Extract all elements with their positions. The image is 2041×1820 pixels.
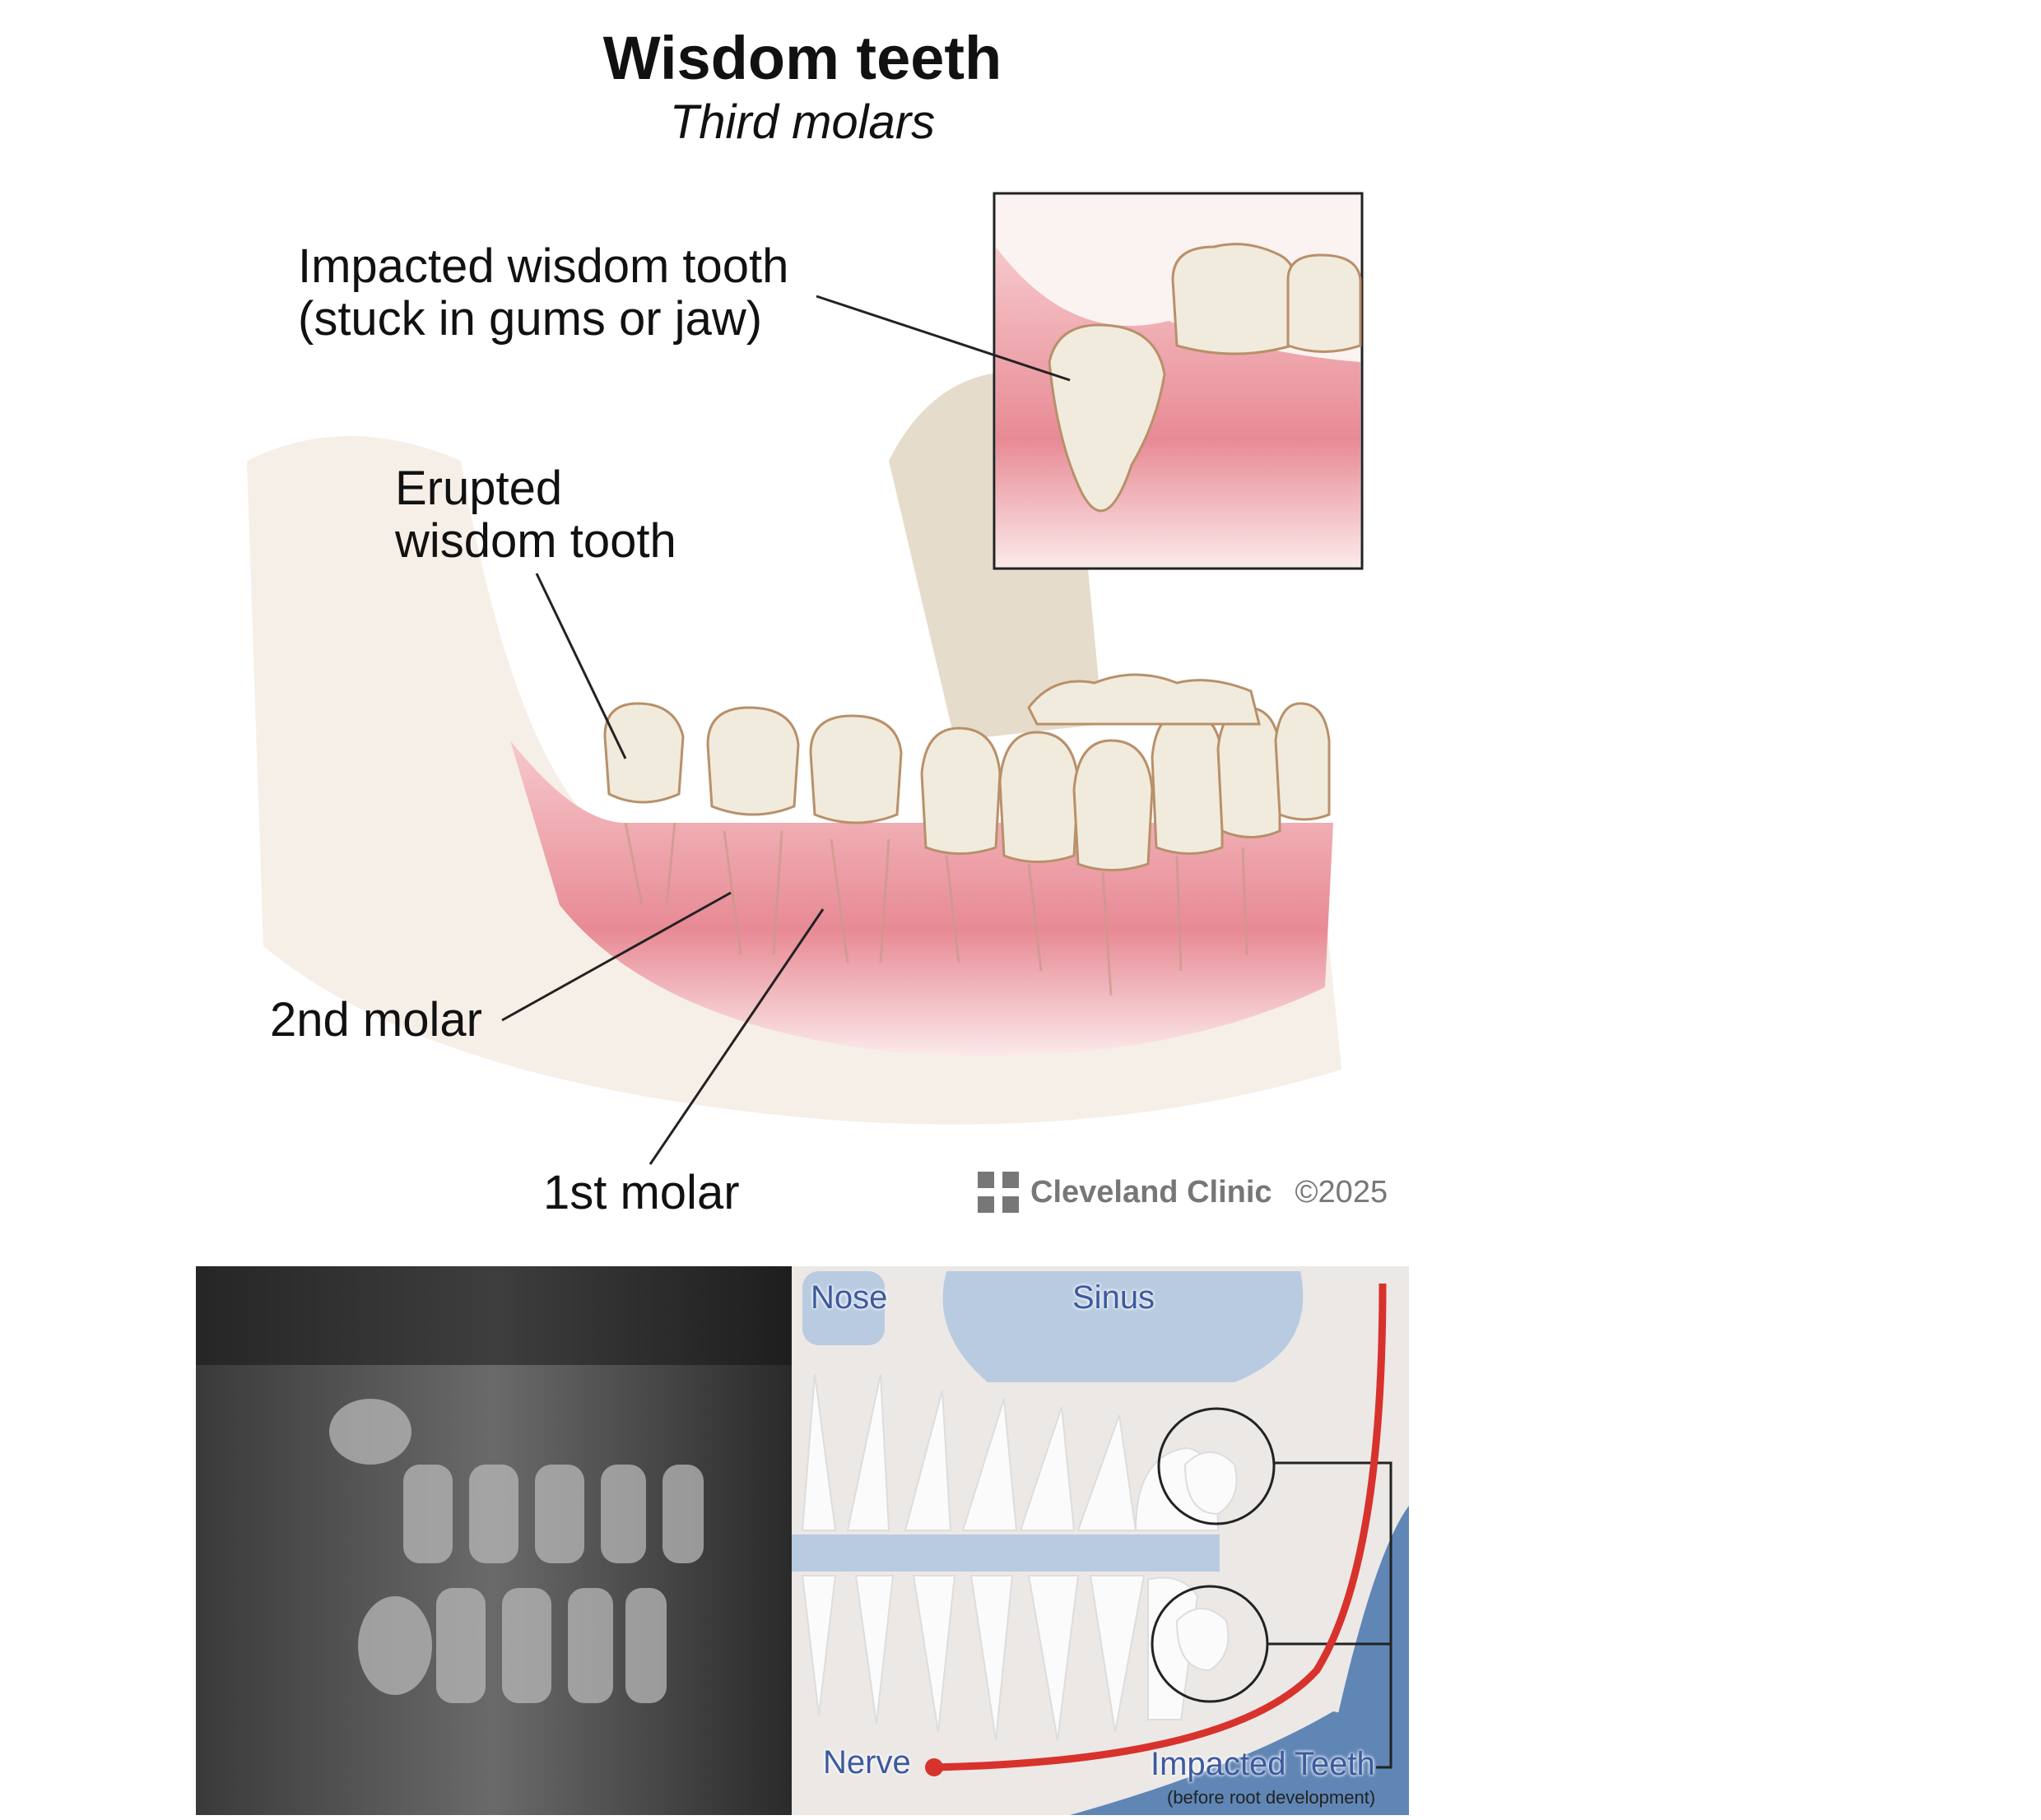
credit-copyright: ©2025: [1295, 1174, 1388, 1209]
cleveland-clinic-logo-icon: [978, 1172, 1019, 1213]
nerve-line: [933, 1283, 1387, 1771]
label-impacted-wisdom-tooth: Impacted wisdom tooth (stuck in gums or …: [298, 240, 788, 346]
credit: Cleveland Clinic ©2025: [978, 1172, 1388, 1213]
impacted-tooth-inset: [993, 192, 1364, 570]
page-subtitle: Third molars: [669, 95, 936, 149]
label-line: Erupted: [395, 462, 563, 515]
label-line: Impacted wisdom tooth: [298, 239, 789, 293]
label-sinus: Sinus: [1072, 1279, 1155, 1316]
jaw-illustration: [247, 371, 1341, 1125]
label-erupted-wisdom-tooth: Erupted wisdom tooth: [395, 462, 676, 568]
leader-lines: [501, 295, 1071, 1165]
xray-image: [196, 1266, 792, 1815]
label-line: wisdom tooth: [395, 514, 676, 568]
dental-schematic: [792, 1266, 1409, 1815]
label-impacted-teeth: Impacted Teeth: [1151, 1746, 1375, 1782]
label-2nd-molar: 2nd molar: [270, 993, 482, 1047]
label-1st-molar: 1st molar: [543, 1166, 740, 1219]
label-line: (stuck in gums or jaw): [298, 292, 763, 346]
label-nerve: Nerve: [823, 1744, 911, 1781]
credit-brand: Cleveland Clinic: [1030, 1174, 1272, 1209]
label-nose: Nose: [811, 1279, 888, 1316]
page-title: Wisdom teeth: [602, 24, 1002, 92]
label-impacted-note: (before root development): [1167, 1787, 1376, 1808]
